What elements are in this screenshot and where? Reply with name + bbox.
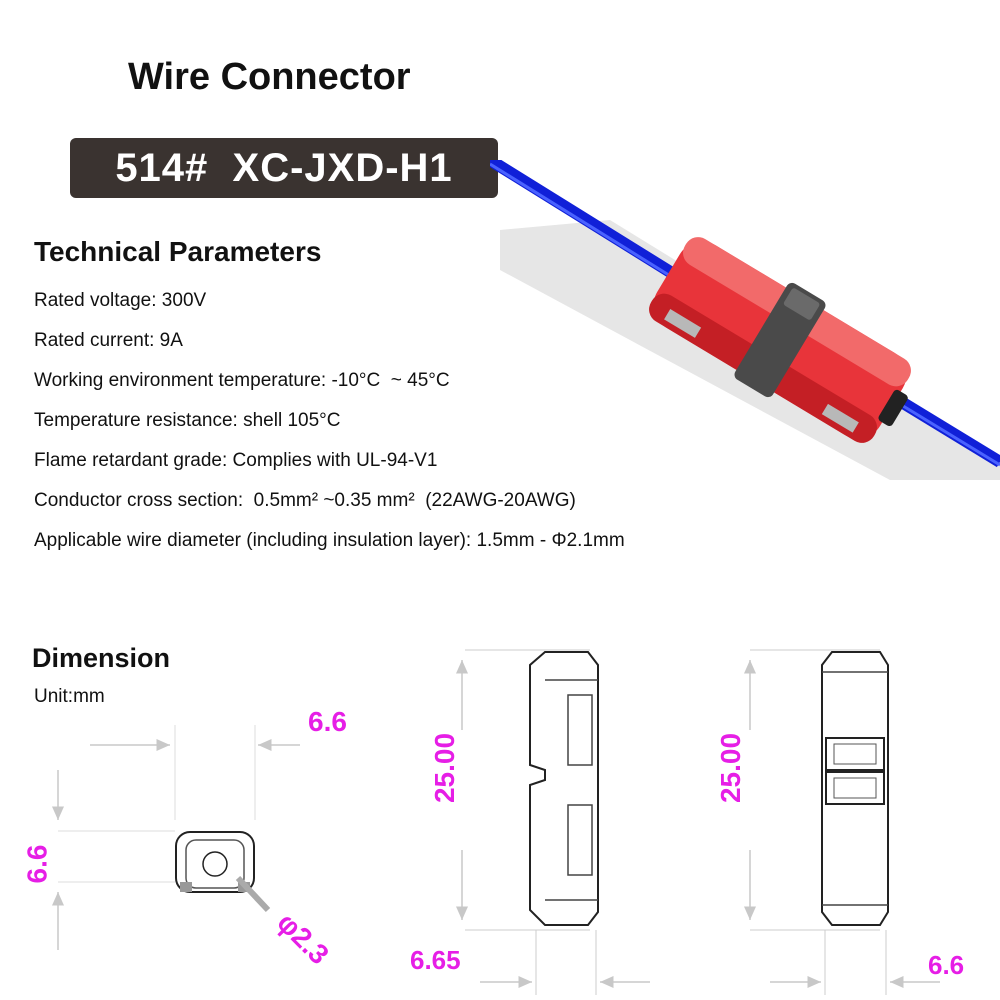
hole-leader bbox=[235, 875, 271, 913]
connector-body bbox=[649, 237, 911, 443]
front-width-label: 6.6 bbox=[308, 706, 347, 737]
contact-left bbox=[664, 309, 702, 338]
unit-label: Unit:mm bbox=[34, 686, 105, 707]
wire-right bbox=[886, 389, 1000, 468]
top-view bbox=[744, 649, 940, 995]
top-latch-lower-inner bbox=[833, 777, 877, 799]
end-cap bbox=[878, 389, 908, 427]
top-latch-upper-inner bbox=[833, 743, 877, 765]
side-length-label: 25.00 bbox=[429, 732, 461, 804]
dimension-drawings bbox=[52, 649, 940, 995]
side-outline bbox=[529, 651, 599, 926]
top-latch-upper bbox=[825, 737, 885, 771]
wire-left bbox=[490, 160, 686, 284]
front-outline bbox=[175, 831, 255, 893]
connector-photo bbox=[490, 160, 1000, 480]
wire-right-highlight bbox=[889, 396, 1000, 467]
side-window-bottom bbox=[567, 804, 593, 876]
front-inner bbox=[185, 839, 245, 889]
contact-right bbox=[821, 403, 859, 433]
param-conductor-cross-section: Conductor cross section: 0.5mm² ~0.35 mm… bbox=[34, 490, 576, 511]
top-length-label: 25.00 bbox=[715, 732, 747, 804]
dimension-heading: Dimension bbox=[32, 643, 171, 673]
param-rated-voltage: Rated voltage: 300V bbox=[34, 290, 207, 311]
top-outline bbox=[821, 651, 889, 926]
param-working-temperature: Working environment temperature: -10°C ~… bbox=[34, 370, 450, 391]
model-badge: 514# XC-JXD-H1 bbox=[70, 138, 498, 198]
top-latch-lower bbox=[825, 771, 885, 805]
technical-parameters-heading: Technical Parameters bbox=[34, 236, 322, 267]
wire-left-highlight bbox=[490, 162, 681, 284]
top-width-label: 6.6 bbox=[928, 950, 965, 980]
param-flame-retardant: Flame retardant grade: Complies with UL-… bbox=[34, 450, 438, 471]
front-foot-left bbox=[180, 882, 192, 892]
side-view bbox=[456, 649, 650, 995]
page-title: Wire Connector bbox=[128, 56, 411, 98]
front-view bbox=[52, 725, 300, 950]
side-window-top bbox=[567, 694, 593, 766]
side-width-label: 6.65 bbox=[410, 945, 461, 975]
param-rated-current: Rated current: 9A bbox=[34, 330, 183, 351]
param-wire-diameter: Applicable wire diameter (including insu… bbox=[34, 530, 625, 551]
latch-top bbox=[783, 288, 820, 320]
front-hole bbox=[202, 851, 228, 877]
front-height-label: 6.6 bbox=[21, 844, 53, 884]
param-temperature-resistance: Temperature resistance: shell 105°C bbox=[34, 410, 341, 431]
